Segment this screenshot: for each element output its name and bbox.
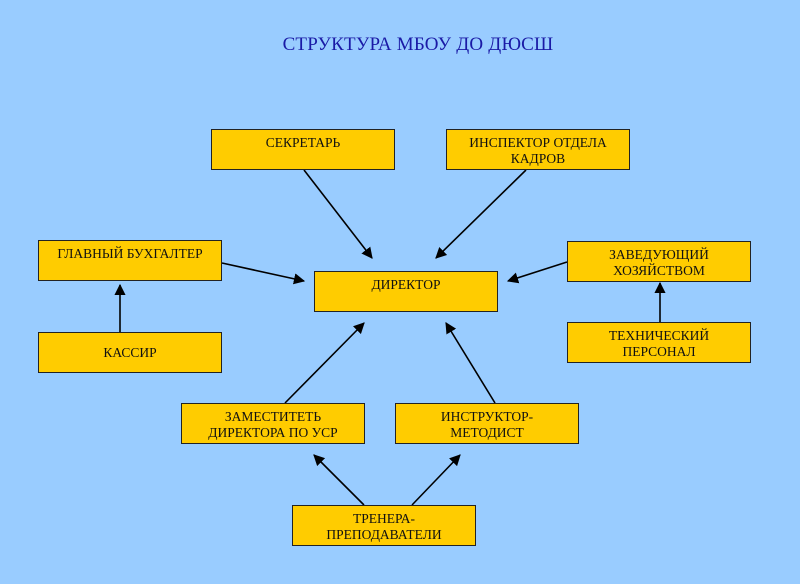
arrow-hr-to-director (435, 169, 527, 259)
box-chief-accountant: ГЛАВНЫЙ БУХГАЛТЕР (38, 240, 222, 281)
arrow-accountant-to-director (221, 262, 306, 285)
box-coaches: ТРЕНЕРА- ПРЕПОДАВАТЕЛИ (292, 505, 476, 546)
box-facility-manager: ЗАВЕДУЮЩИЙ ХОЗЯЙСТВОМ (567, 241, 751, 282)
box-methodist: ИНСТРУКТОР- МЕТОДИСТ (395, 403, 579, 444)
arrow-methodist-to-director (445, 322, 496, 404)
arrow-secretary-to-director (303, 169, 373, 259)
page-title: СТРУКТУРА МБОУ ДО ДЮСШ (282, 34, 554, 55)
box-secretary: СЕКРЕТАРЬ (211, 129, 395, 170)
arrow-coaches-to-deputy (313, 454, 365, 506)
box-technical-staff: ТЕХНИЧЕСКИЙ ПЕРСОНАЛ (567, 322, 751, 363)
box-deputy-director: ЗАМЕСТИТЕТЬ ДИРЕКТОРА ПО УСР (181, 403, 365, 444)
box-cashier: КАССИР (38, 332, 222, 373)
arrow-facility-to-director (506, 261, 568, 284)
arrow-coaches-to-methodist (411, 454, 461, 506)
arrow-deputy-to-director (284, 322, 365, 404)
box-director: ДИРЕКТОР (314, 271, 498, 312)
box-hr-inspector: ИНСПЕКТОР ОТДЕЛА КАДРОВ (446, 129, 630, 170)
